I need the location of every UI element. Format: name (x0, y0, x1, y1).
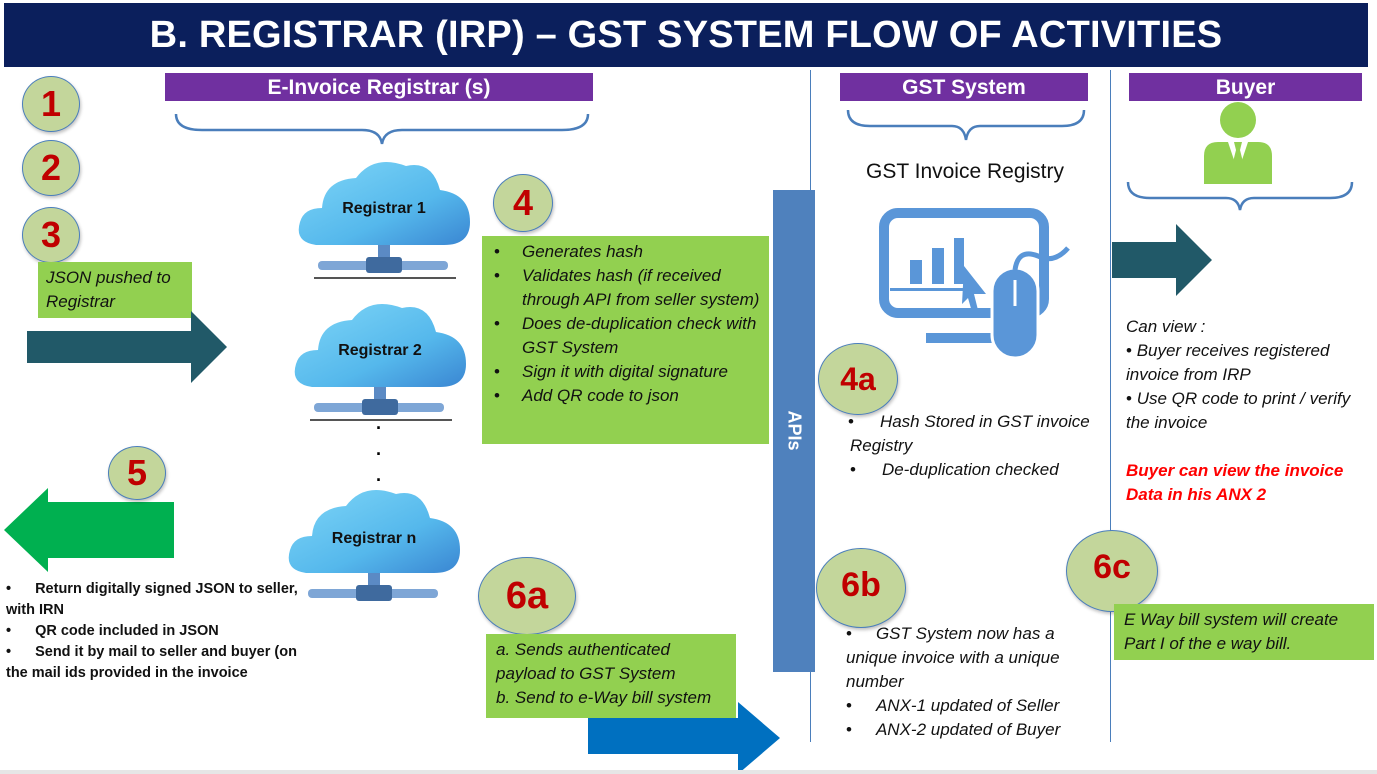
buyer-person-icon (1204, 102, 1272, 184)
divider-buyer-left (1110, 70, 1111, 742)
registrar-label: Registrar 2 (338, 342, 422, 359)
step-badge-1: 1 (22, 76, 80, 132)
buyer-view-item: • Use QR code to print / verify the invo… (1126, 389, 1351, 432)
step-badge-4: 4 (493, 174, 553, 232)
step-badge-2: 2 (22, 140, 80, 196)
step4a-item: •De-duplication checked (850, 460, 1059, 479)
step3-box: JSON pushed to Registrar (38, 262, 192, 318)
buyer-view-text: Can view : • Buyer receives registered i… (1126, 315, 1366, 507)
step6a-line: b. Send to e-Way bill system (496, 688, 712, 707)
buyer-view-heading: Can view : (1126, 317, 1206, 336)
cloud-server-icon (288, 490, 460, 601)
step5-item: •Send it by mail to seller and buyer (on… (6, 644, 297, 681)
page-title: B. REGISTRAR (IRP) – GST SYSTEM FLOW OF … (4, 3, 1368, 67)
ellipsis-dot: · (376, 470, 382, 490)
registrar-cloud-1: Registrar 1 (294, 150, 474, 285)
step4a-list: •Hash Stored in GST invoice Registry •De… (848, 410, 1100, 482)
registrar-cloud-n: Registrar n (284, 478, 464, 613)
step-badge-6b: 6b (816, 548, 906, 628)
step6b-list: •GST System now has a unique invoice wit… (846, 622, 1096, 742)
step-badge-4a: 4a (818, 343, 898, 415)
step6a-box: a. Sends authenticated payload to GST Sy… (486, 634, 736, 718)
step4-item: Generates hash (482, 240, 769, 264)
step-badge-5: 5 (108, 446, 166, 500)
buyer-view-item: • Buyer receives registered invoice from… (1126, 341, 1330, 384)
step-badge-3: 3 (22, 207, 80, 263)
ellipsis-dot: · (376, 444, 382, 464)
step4a-item: •Hash Stored in GST invoice Registry (848, 412, 1090, 455)
section-header-gst: GST System (840, 73, 1088, 101)
step6a-line: a. Sends authenticated payload to GST Sy… (496, 640, 676, 683)
section-header-registrar: E-Invoice Registrar (s) (165, 73, 593, 101)
apis-label: APIs (784, 410, 805, 451)
registrar-cloud-2: Registrar 2 (290, 292, 470, 427)
step6b-item: •ANX-1 updated of Seller (846, 696, 1060, 715)
arrow-right-to-gst (588, 702, 780, 774)
arrow-right-to-registrar (27, 311, 227, 383)
brace-registrar (174, 113, 590, 145)
step4-item: Add QR code to json (482, 384, 769, 408)
step4-box: Generates hash Validates hash (if receiv… (482, 236, 769, 444)
step4-list: Generates hash Validates hash (if receiv… (482, 240, 769, 408)
brace-gst (846, 109, 1086, 141)
computer-mouse-icon (879, 208, 1070, 358)
apis-bar (773, 190, 815, 672)
step5-item: •Return digitally signed JSON to seller,… (6, 581, 298, 618)
step6b-item: •GST System now has a unique invoice wit… (846, 624, 1060, 691)
gst-registry-title: GST Invoice Registry (865, 160, 1064, 183)
cloud-server-icon (294, 304, 466, 421)
step6b-item: •ANX-2 updated of Buyer (846, 720, 1061, 739)
buyer-view-note: Buyer can view the invoice Data in his A… (1126, 461, 1344, 504)
arrow-right-to-buyer (1112, 224, 1212, 296)
slide-bottom-edge (0, 770, 1377, 774)
step-badge-6c: 6c (1066, 530, 1158, 612)
registrar-label: Registrar 1 (342, 200, 426, 217)
ellipsis-dot: · (376, 418, 382, 438)
brace-buyer (1126, 181, 1354, 211)
step-badge-6a: 6a (478, 557, 576, 635)
arrow-return-to-seller (4, 488, 174, 572)
section-header-buyer: Buyer (1129, 73, 1362, 101)
step4-item: Sign it with digital signature (482, 360, 769, 384)
cloud-server-icon (298, 162, 470, 279)
step4-item: Validates hash (if received through API … (482, 264, 769, 312)
step6c-box: E Way bill system will create Part I of … (1114, 604, 1374, 660)
step5-list: •Return digitally signed JSON to seller,… (6, 579, 316, 684)
registrar-label: Registrar n (331, 530, 417, 547)
step4-item: Does de-duplication check with GST Syste… (482, 312, 769, 360)
step5-item: •QR code included in JSON (6, 623, 219, 639)
